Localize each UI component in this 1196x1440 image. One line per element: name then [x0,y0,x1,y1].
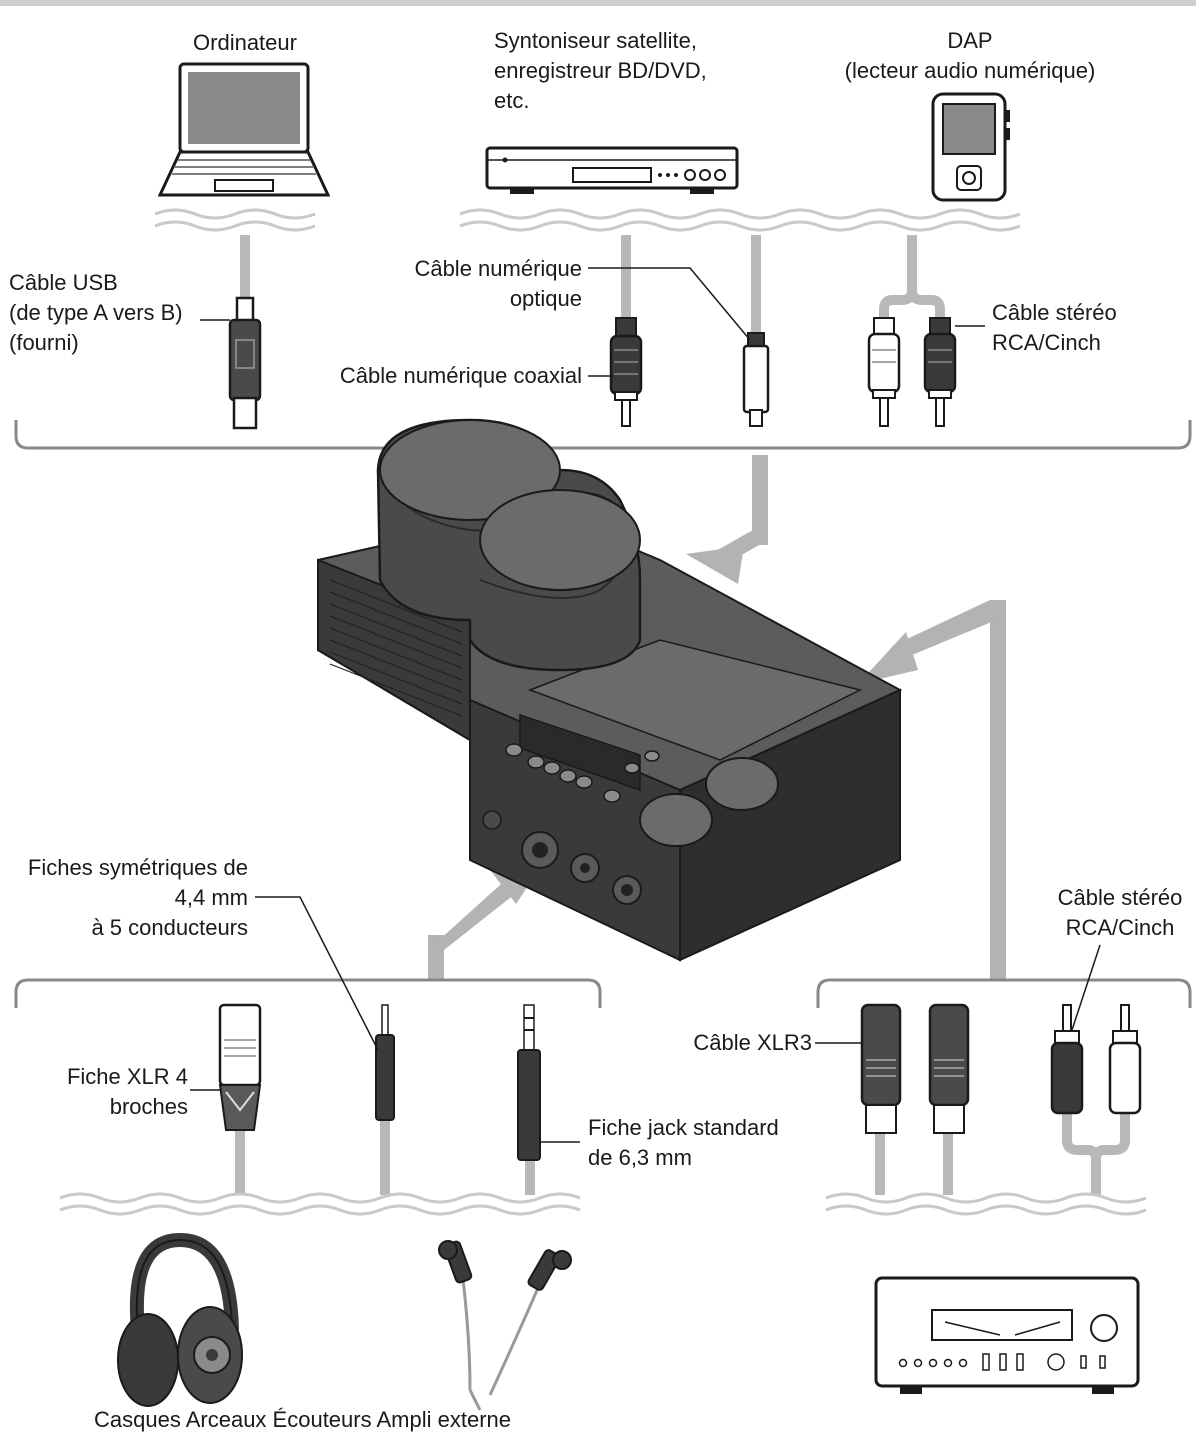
label-balanced-line3: à 5 conducteurs [91,915,248,940]
jack-6-3mm-plug-icon [517,1004,541,1161]
label-xlr4-plug: Fiche XLR 4 broches [40,1062,188,1122]
input-leader-lines [200,267,985,377]
label-coaxial-cable: Câble numérique coaxial [339,363,582,388]
output-leader-lines [190,896,1101,1143]
label-jack-line1: Fiche jack standard [588,1115,779,1140]
bd-dvd-recorder-icon [485,146,739,194]
label-tuner-line2: enregistreur BD/DVD, [494,58,707,83]
label-jack-plug: Fiche jack standard de 6,3 mm [588,1113,779,1173]
label-dap: DAP (lecteur audio numérique) [820,26,1120,86]
label-xlr4-line1: Fiche XLR 4 [66,1064,188,1089]
label-tuner-line1: Syntoniseur satellite, [494,28,697,53]
rca-input-plugs-icon [867,317,957,427]
label-dap-line2: (lecteur audio numérique) [844,58,1096,83]
label-usb-line2: (de type A vers B) [9,300,183,325]
headphone-amplifier-unit [317,418,903,962]
external-amplifier-icon [874,1276,1140,1394]
label-rca-output-line1: Câble stéréo [1057,885,1183,910]
label-xlr4-line2: broches [109,1094,188,1119]
xlr4-plug-icon [218,1003,262,1131]
label-balanced-plug: Fiches symétriques de 4,4 mm à 5 conduct… [4,853,248,943]
dap-player-icon [931,92,1010,202]
label-tuner: Syntoniseur satellite, enregistreur BD/D… [494,26,707,116]
optical-plug-icon [742,332,770,427]
laptop-icon [157,62,331,197]
label-rca-input-line1: Câble stéréo [992,300,1117,325]
label-rca-output-line2: RCA/Cinch [1065,915,1175,940]
label-usb-line3: (fourni) [9,330,79,355]
arrows [428,455,1006,980]
label-optical-line2: optique [509,286,582,311]
output-cables [235,1110,1130,1195]
headphone-output-bracket [14,978,602,1008]
usb-plug-icon [228,296,262,430]
label-xlr3-cable: Câble XLR3 [693,1030,812,1055]
label-usb-line1: Câble USB [9,270,118,295]
label-tuner-line3: etc. [494,88,530,113]
label-usb-cable: Câble USB (de type A vers B) (fourni) [9,268,183,358]
label-rca-input-line2: RCA/Cinch [992,330,1101,355]
label-balanced-line1: Fiches symétriques de [27,855,248,880]
label-dap-line1: DAP [947,28,993,53]
label-optical-cable: Câble numérique optique [380,254,582,314]
xlr3-plugs-icon [860,1003,970,1134]
balanced-4-4mm-plug-icon [375,1004,395,1121]
label-balanced-line2: 4,4 mm [174,885,248,910]
input-group-bracket [14,420,1192,450]
amp-output-bracket [816,978,1192,1008]
top-break-lines [154,208,1021,232]
label-jack-line2: de 6,3 mm [588,1145,692,1170]
headphones-icon [117,1232,243,1407]
rca-output-plugs-icon [1050,1004,1142,1115]
label-rca-input-cable: Câble stéréo RCA/Cinch [992,298,1117,358]
label-optical-line1: Câble numérique [414,256,582,281]
label-destinations-caption: Casques Arceaux Écouteurs Ampli externe [94,1407,512,1432]
bottom-break-lines [59,1192,1147,1216]
input-cables [240,235,945,335]
coaxial-plug-icon [609,317,643,427]
label-computer: Ordinateur [193,30,297,55]
label-rca-output-cable: Câble stéréo RCA/Cinch [1050,883,1190,943]
earphones-icon [438,1240,572,1411]
top-border [0,0,1196,6]
